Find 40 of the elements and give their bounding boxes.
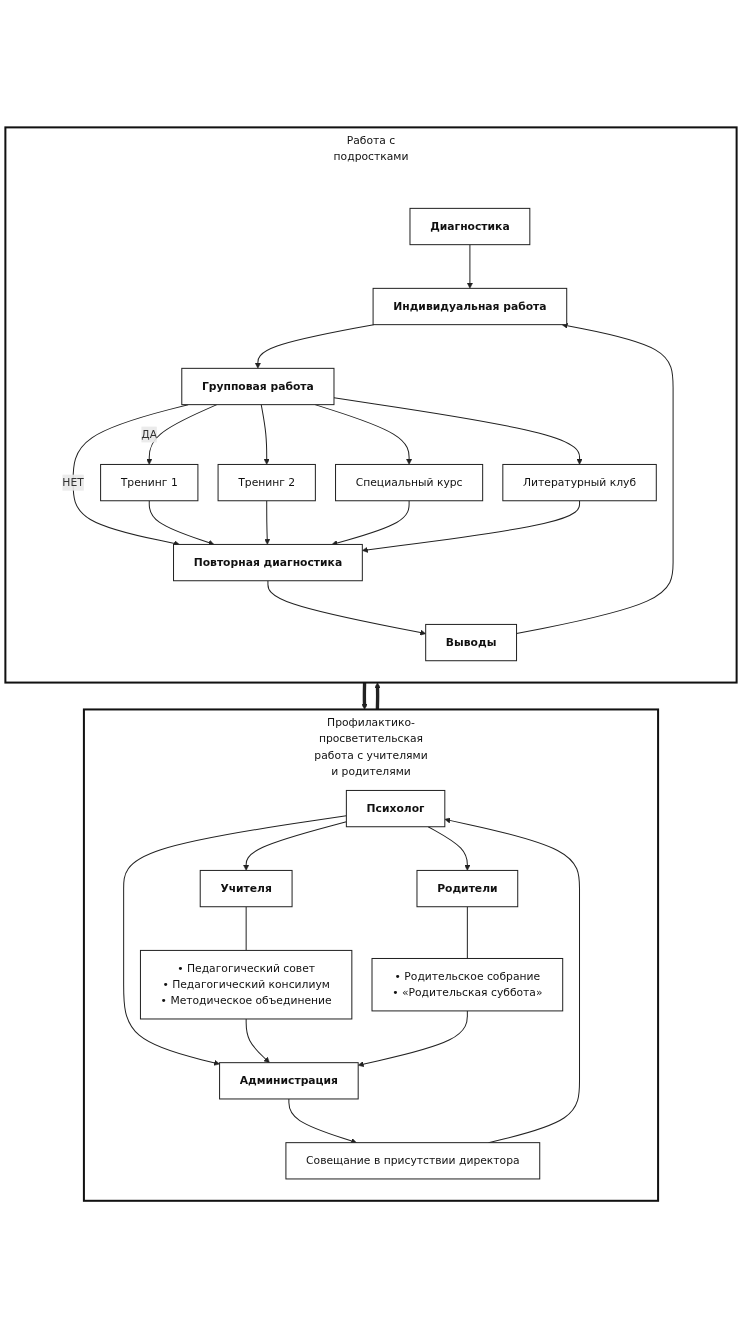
arrow [146, 404, 218, 465]
connector [245, 906, 247, 951]
arrow [466, 244, 473, 289]
arrow [331, 500, 410, 546]
arrow [362, 500, 581, 553]
arrow [361, 682, 368, 710]
node-box: Психолог [345, 789, 446, 828]
connector [466, 906, 468, 959]
edge-label: ДА [141, 427, 158, 441]
node-box: Повторная диагностика [173, 543, 363, 582]
arrow [444, 817, 580, 1144]
arrow [516, 322, 674, 634]
node-box: • Родительское собрание • «Родительская суббота» [371, 957, 564, 1012]
node-box: Совещание в присутствии директора [285, 1142, 541, 1180]
node-box: • Педагогический совет • Педагогический консилиум • Методическое объединение [139, 949, 353, 1020]
node-box: Литературный клуб [502, 463, 657, 502]
arrow [254, 324, 375, 369]
node-box: Выводы [425, 623, 518, 662]
node-box: Администрация [219, 1062, 359, 1100]
arrow [427, 826, 471, 871]
arrow [357, 1010, 468, 1067]
arrow [123, 815, 347, 1066]
arrow [148, 500, 215, 546]
node-box: Тренинг 1 [100, 463, 199, 502]
node-box: Родители [416, 869, 519, 908]
arrow [374, 682, 381, 710]
arrow [267, 580, 426, 636]
node-box: Специальный курс [335, 463, 484, 502]
node-box: Учителя [199, 869, 293, 908]
arrow [245, 1018, 270, 1063]
node-box: Тренинг 2 [217, 463, 316, 502]
node-box: Диагностика [409, 207, 531, 246]
node-box: Индивидуальная работа [372, 287, 568, 326]
edge-label: НЕТ [62, 475, 84, 489]
arrow [264, 500, 271, 545]
node-box: Групповая работа [181, 367, 335, 406]
arrow [260, 404, 270, 465]
arrow [243, 821, 347, 871]
arrow [288, 1098, 357, 1144]
arrow [333, 397, 583, 465]
